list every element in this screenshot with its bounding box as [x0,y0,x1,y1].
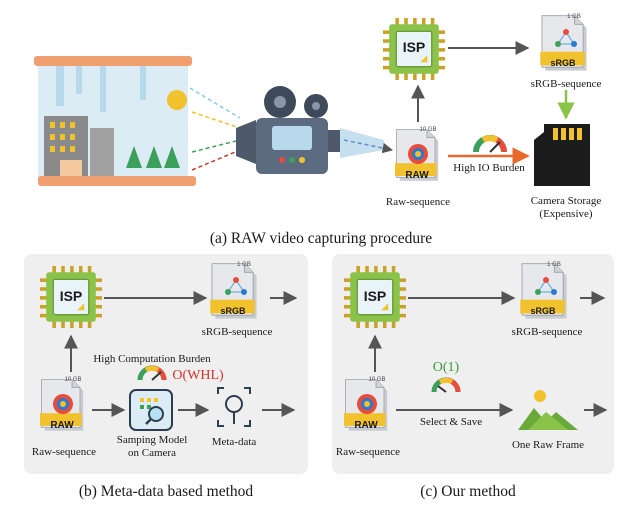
io-gauge-icon [473,135,507,153]
raw-badge: RAW [354,420,378,431]
isp-chip-label: ISP [60,288,83,304]
meta-data-label: Meta-data [211,436,257,448]
panel-c-caption: (c) Our method [420,483,516,500]
raw-sequence-label: Raw-sequence [385,196,451,208]
panel-a-caption: (a) RAW video capturing procedure [209,230,433,247]
computation-gauge-icon [137,365,167,381]
sampling-model-label-line2: on Camera [128,447,176,459]
one-raw-frame-label: One Raw Frame [511,439,585,451]
sampling-model-label-line1: Samping Model [116,434,188,446]
raw-badge: RAW [405,170,429,181]
isp-chip-label: ISP [364,288,387,304]
complexity-label: O(WHL) [172,368,224,383]
file-size-label: 1 GB [547,262,561,268]
file-size-label: 10 GB [64,377,81,383]
srgb-badge: sRGB [530,306,556,316]
sampling-model-icon [129,389,173,431]
storage-card-icon [534,124,590,186]
srgb-badge: sRGB [550,58,576,68]
srgb-graph-icon [555,29,577,47]
io-burden-label: High IO Burden [453,162,525,174]
srgb-badge: sRGB [220,306,246,316]
file-size-label: 10 GB [419,127,436,133]
complexity-label: O(1) [432,360,460,375]
meta-data-icon [217,387,251,427]
panel-b-caption: (b) Meta-data based method [78,483,254,500]
video-camera-icon [236,86,384,174]
storage-label-line2: (Expensive) [539,208,593,220]
file-size-label: 1 GB [567,14,581,20]
storage-label-line1: Camera Storage [530,195,602,207]
file-size-label: 1 GB [237,262,251,268]
srgb-sequence-label: sRGB-sequence [201,326,273,338]
srgb-sequence-label: sRGB-sequence [530,78,602,90]
raw-sequence-label: Raw-sequence [335,446,401,458]
raw-badge: RAW [50,420,74,431]
raw-frame-icon [518,390,578,430]
low-gauge-icon [431,377,461,393]
select-save-label: Select & Save [419,416,483,428]
raw-sequence-label: Raw-sequence [31,446,97,458]
computation-burden-label: High Computation Burden [93,353,211,365]
file-size-label: 10 GB [368,377,385,383]
srgb-sequence-label: sRGB-sequence [511,326,583,338]
city-window-icon [34,56,196,186]
isp-chip-label: ISP [403,39,426,55]
